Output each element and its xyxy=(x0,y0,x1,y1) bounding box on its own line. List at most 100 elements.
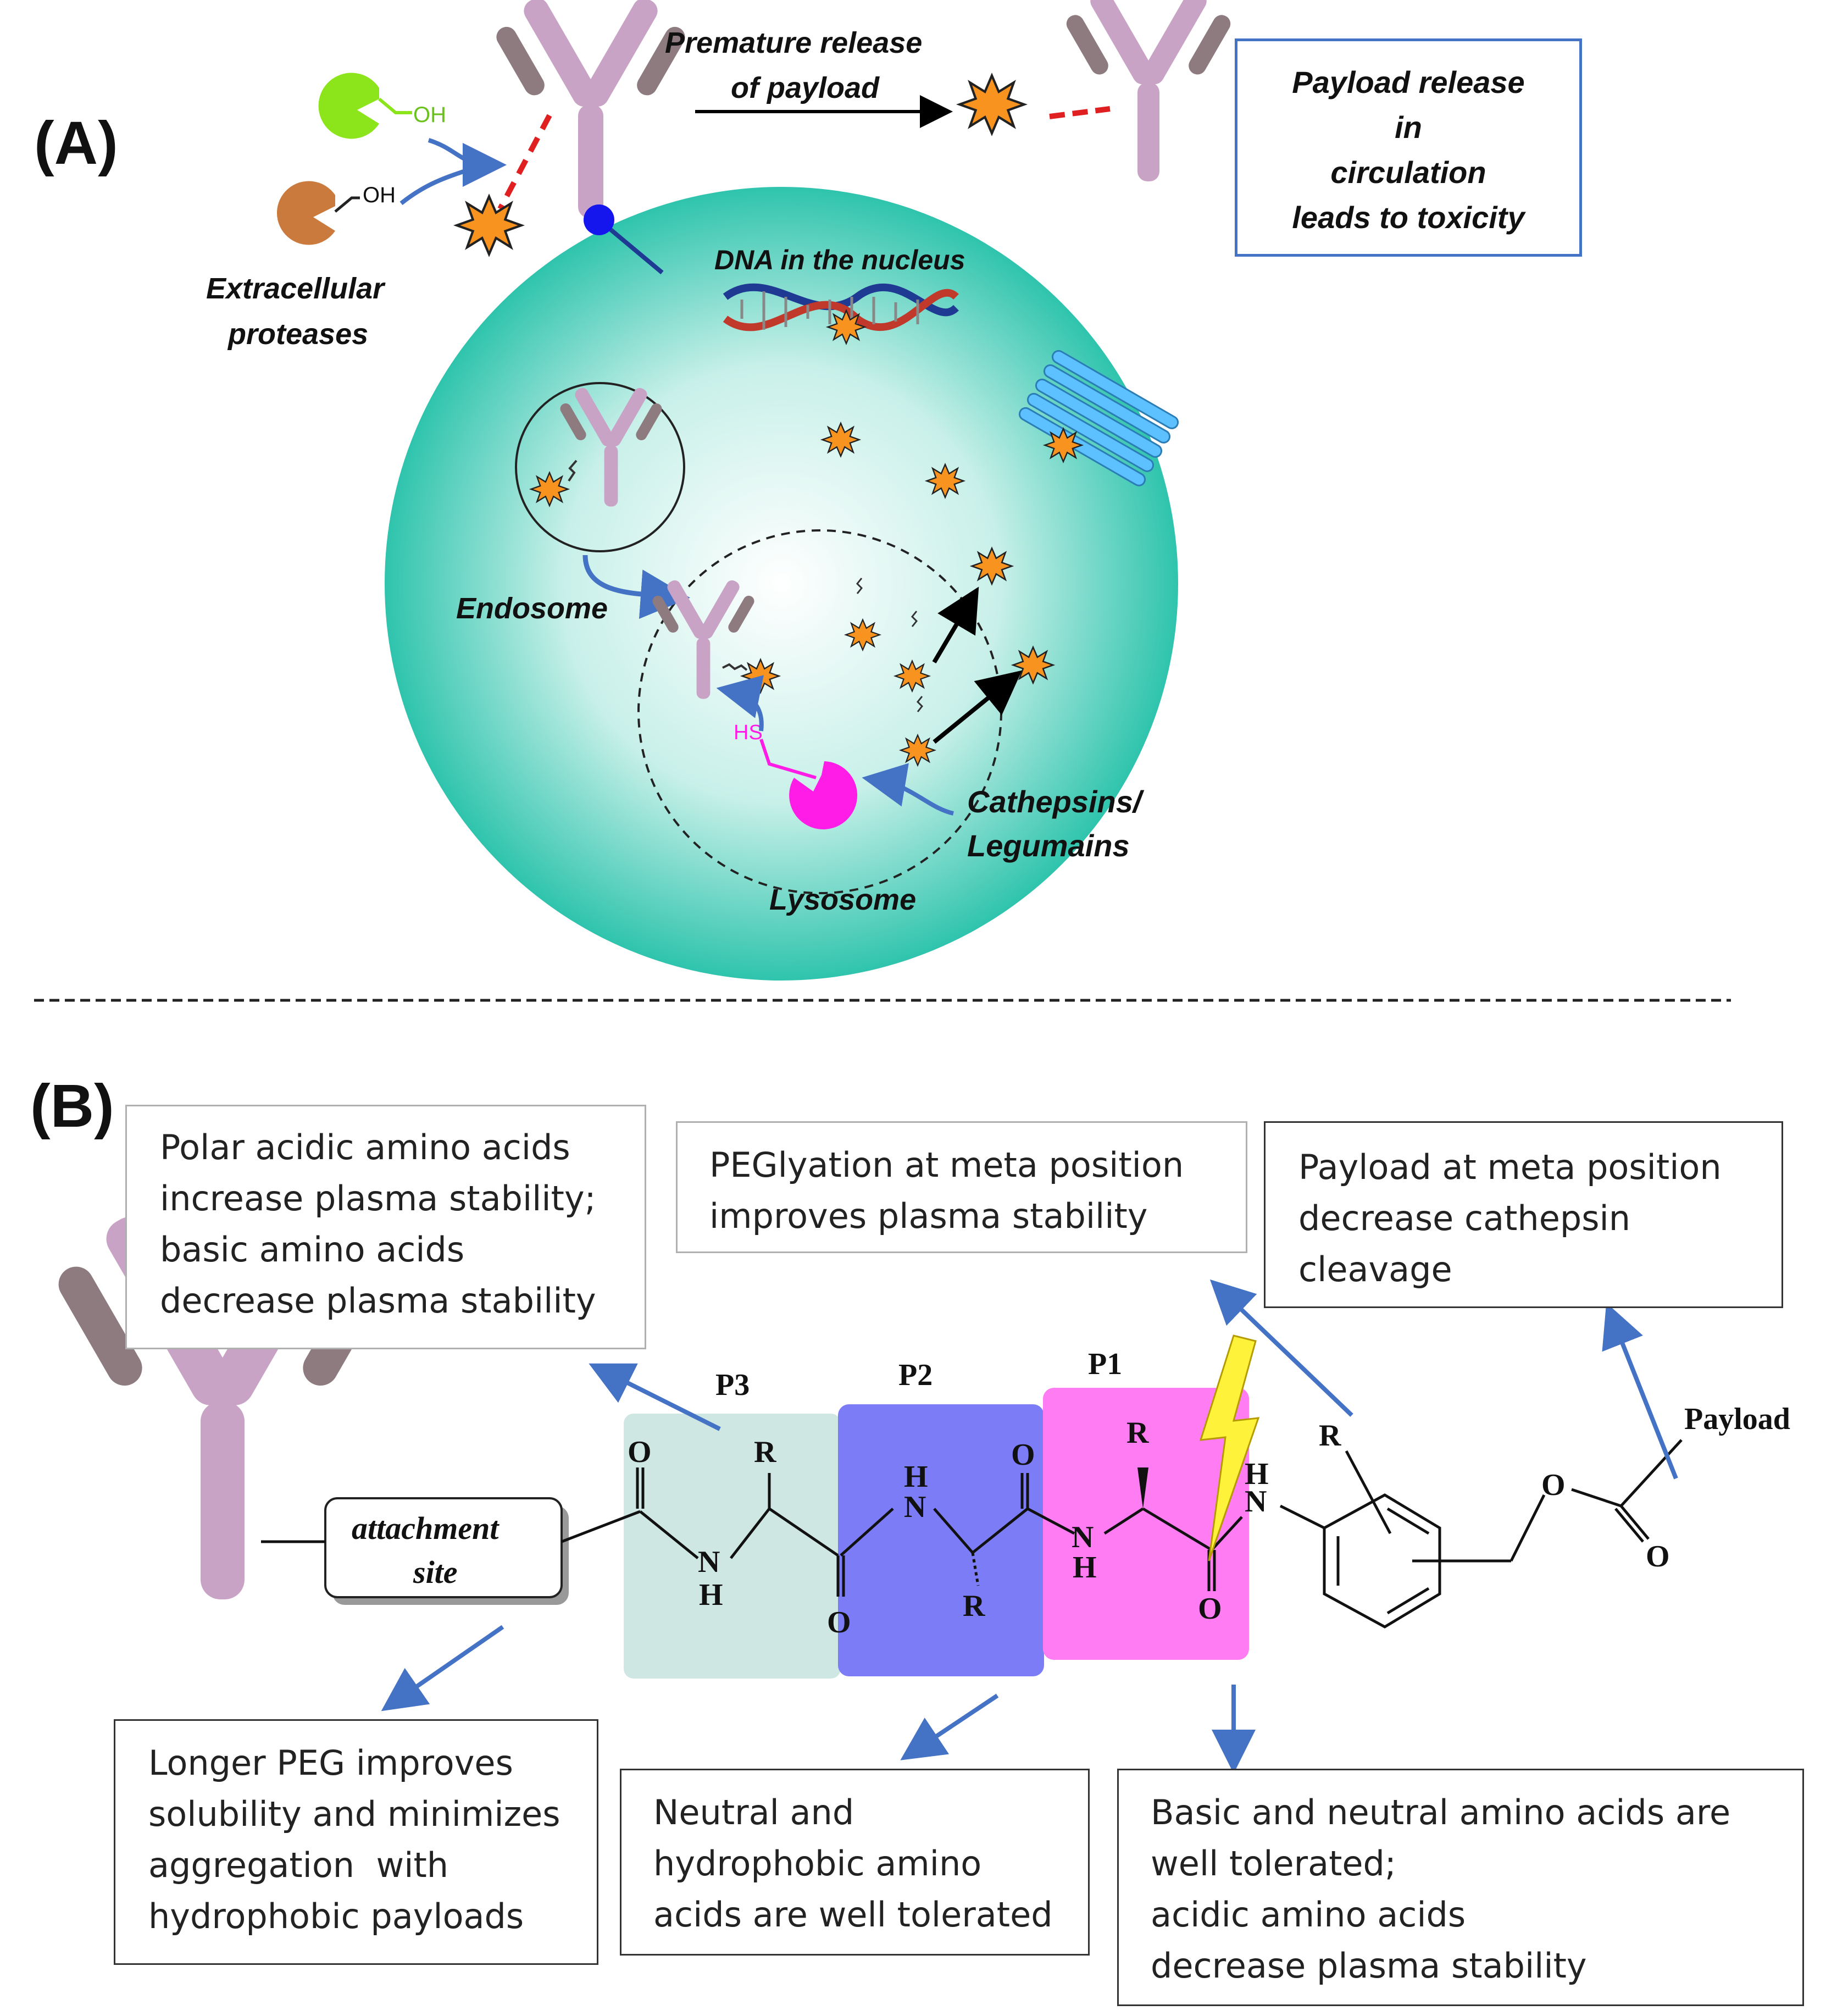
panel-a-label: (A) xyxy=(34,109,118,177)
atom-o: O xyxy=(1646,1539,1670,1574)
atom-h: H xyxy=(1073,1550,1097,1585)
p1-label: P1 xyxy=(1088,1347,1122,1381)
toxicity-line: leads to toxicity xyxy=(1292,200,1525,235)
cleavage-bolt-icon xyxy=(1199,1334,1260,1561)
broken-linker xyxy=(1049,106,1111,119)
lysosome-label: Lysosome xyxy=(769,883,916,916)
p3-label: P3 xyxy=(715,1368,750,1402)
atom-o: O xyxy=(1198,1592,1222,1626)
box-line: acids are well tolerated xyxy=(653,1895,1053,1935)
box-line: basic amino acids xyxy=(160,1229,465,1270)
longer-peg-box: Longer PEG improves solubility and minim… xyxy=(114,1719,598,1965)
green-protease-icon xyxy=(318,73,412,139)
dna-label: DNA in the nucleus xyxy=(714,245,965,275)
atom-r: R xyxy=(1126,1416,1149,1450)
box-line: Neutral and xyxy=(653,1792,854,1832)
atom-n: N xyxy=(1245,1485,1267,1519)
neutral-hydrophobic-box: Neutral and hydrophobic amino acids are … xyxy=(620,1769,1090,1956)
chemical-structure xyxy=(261,1439,1683,1629)
atom-r: R xyxy=(1319,1419,1341,1453)
box-line: decrease plasma stability xyxy=(1151,1946,1587,1986)
arrow-endosome-to-lysosome xyxy=(582,555,690,619)
basic-neutral-box: Basic and neutral amino acids are well t… xyxy=(1117,1769,1804,2006)
box-line: PEGlyation at meta position xyxy=(709,1145,1184,1185)
arrow-to-pegylation-box xyxy=(1209,1279,1353,1417)
pegylation-box: PEGlyation at meta position improves pla… xyxy=(676,1121,1247,1253)
atom-o: O xyxy=(1011,1438,1035,1472)
box-line: Payload at meta position xyxy=(1298,1147,1722,1187)
arrow-to-neutral-box xyxy=(900,1693,999,1760)
p2-region xyxy=(838,1404,1044,1676)
box-line: acidic amino acids xyxy=(1151,1895,1466,1935)
panel-b-label: (B) xyxy=(30,1072,114,1140)
arrow-protease-to-antibody xyxy=(428,138,507,187)
box-line: cleavage xyxy=(1298,1249,1452,1289)
cathepsins-label-line1: Cathepsins/ xyxy=(967,784,1145,819)
attachment-site-box xyxy=(324,1497,563,1598)
payload-label: Payload xyxy=(1684,1402,1790,1436)
atom-o: O xyxy=(1541,1468,1566,1502)
premature-release-line1: Premature release xyxy=(665,26,922,59)
box-line: hydrophobic amino xyxy=(653,1843,982,1884)
atom-n: N xyxy=(698,1545,720,1579)
oh-label-green: OH xyxy=(413,103,446,127)
atom-n: N xyxy=(904,1490,926,1524)
p2-label: P2 xyxy=(898,1358,933,1392)
box-line: improves plasma stability xyxy=(709,1196,1148,1236)
atom-h: H xyxy=(699,1578,723,1612)
antibody-circulation xyxy=(1063,0,1234,181)
arrow-protease2-to-antibody xyxy=(399,163,485,206)
toxicity-line: in xyxy=(1395,110,1422,145)
box-line: well tolerated; xyxy=(1151,1843,1396,1884)
arrow-to-payload-meta-box xyxy=(1602,1303,1678,1480)
atom-h: H xyxy=(904,1460,928,1494)
proteases-label-line2: proteases xyxy=(227,318,368,351)
box-line: Basic and neutral amino acids are xyxy=(1151,1792,1731,1832)
box-line: increase plasma stability; xyxy=(160,1178,596,1219)
atom-r: R xyxy=(754,1435,776,1469)
box-line: hydrophobic payloads xyxy=(148,1896,524,1936)
p1-region xyxy=(1043,1388,1249,1660)
hs-label: HS xyxy=(734,721,763,744)
wedge-bond xyxy=(1137,1467,1148,1509)
box-line: Polar acidic amino acids xyxy=(160,1127,570,1167)
box-line: aggregation with xyxy=(148,1845,449,1885)
box-line: solubility and minimizes xyxy=(148,1794,560,1834)
polar-acidic-box: Polar acidic amino acids increase plasma… xyxy=(125,1105,646,1349)
toxicity-line: Payload release xyxy=(1292,65,1525,99)
arrow-enzyme-to-antibody xyxy=(716,675,764,732)
p3-region xyxy=(624,1414,841,1679)
proteases-label-line1: Extracellular xyxy=(206,272,386,305)
arrow-to-longer-peg-box xyxy=(381,1625,504,1712)
premature-release-line2: of payload xyxy=(731,71,880,104)
endosome-label: Endosome xyxy=(456,592,608,625)
arrow-to-polar-box xyxy=(589,1363,721,1431)
attachment-label-line1: attachment xyxy=(352,1510,499,1546)
toxicity-box: Payload release in circulation leads to … xyxy=(1235,38,1582,257)
atom-o: O xyxy=(628,1435,652,1469)
endosome-circle xyxy=(515,382,685,552)
box-line: Longer PEG improves xyxy=(148,1743,513,1783)
box-line: decrease plasma stability xyxy=(160,1281,596,1321)
toxicity-line: circulation xyxy=(1330,155,1486,190)
attachment-label-line2: site xyxy=(413,1554,458,1590)
atom-n: N xyxy=(1072,1520,1094,1554)
microtubule-bundle xyxy=(1018,350,1179,486)
released-payload-star xyxy=(959,76,1024,134)
oh-label-orange: OH xyxy=(363,183,396,207)
payload-meta-box: Payload at meta position decrease cathep… xyxy=(1264,1121,1783,1308)
cathepsins-label-line2: Legumains xyxy=(967,828,1130,863)
release-arrow-1 xyxy=(932,586,979,664)
orange-protease-icon xyxy=(276,181,360,245)
receptor-head xyxy=(584,204,614,235)
antibody-top xyxy=(492,0,689,219)
payload-star xyxy=(457,197,521,254)
cleavable-linker-top xyxy=(497,114,552,211)
lysosome-enzyme-icon xyxy=(789,761,858,829)
atom-r: R xyxy=(963,1589,985,1623)
arrow-cathepsins-to-enzyme xyxy=(862,763,954,816)
box-line: decrease cathepsin xyxy=(1298,1198,1631,1238)
atom-h: H xyxy=(1245,1457,1269,1491)
